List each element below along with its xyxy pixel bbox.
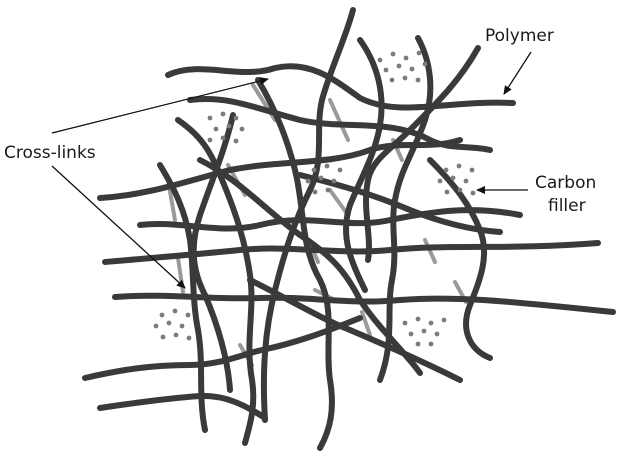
- cross-link-12: [360, 310, 372, 337]
- carbon-dot: [337, 167, 343, 173]
- carbon-filler-cluster-1: [377, 50, 428, 83]
- polymer-label: Polymer: [485, 26, 554, 46]
- carbon-dot: [220, 111, 226, 117]
- cross-links-label: Cross-links: [4, 143, 96, 163]
- carbon-dot: [456, 163, 462, 169]
- polymer-chain-16: [82, 315, 363, 381]
- carbon-dot: [207, 115, 213, 121]
- carbon-dot: [390, 51, 396, 57]
- carbon-dot: [377, 57, 383, 63]
- carbon-dot: [179, 323, 185, 329]
- carbon-dot: [383, 67, 389, 73]
- carbon-dot: [437, 178, 443, 184]
- polymer-chain-10: [342, 37, 385, 293]
- carbon-dot: [428, 320, 434, 326]
- carbon-dot: [403, 55, 409, 61]
- carbon-dot: [239, 126, 245, 132]
- polymer-chain-18: [427, 157, 493, 361]
- carbon-dot: [441, 317, 447, 323]
- carbon-dot: [305, 178, 311, 184]
- carbon-filler-cluster-5: [153, 308, 192, 341]
- carbon-dot: [226, 123, 232, 129]
- carbon-dot: [233, 138, 239, 144]
- carbon-dot: [443, 167, 449, 173]
- carbon-filler-cluster-4: [437, 163, 476, 196]
- polymer-chain-17: [97, 392, 268, 421]
- leader-lines-group: [51, 51, 532, 289]
- cross-links-leader-arrow-lower: [51, 165, 186, 289]
- carbon-dot: [450, 175, 456, 181]
- carbon-dot: [396, 63, 402, 69]
- carbon-filler-label-line-1: Carbon: [535, 173, 596, 193]
- polymer-chain-15: [157, 162, 208, 433]
- carbon-dot: [233, 115, 239, 121]
- carbon-dot: [324, 163, 330, 169]
- cross-link-8: [423, 238, 437, 264]
- carbon-dot: [444, 189, 450, 195]
- carbon-dot: [402, 320, 408, 326]
- polymer-chain-12: [363, 45, 481, 263]
- labels-group: Polymer Cross-links Carbon filler: [4, 26, 596, 216]
- carbon-dot: [325, 187, 331, 193]
- cross-links-leader-arrow-upper: [51, 77, 269, 134]
- carbon-dot: [213, 126, 219, 132]
- carbon-dot: [463, 178, 469, 184]
- carbon-dot: [153, 323, 159, 329]
- carbon-dot: [159, 312, 165, 318]
- polymer-chain-9: [260, 7, 356, 423]
- carbon-dot: [428, 341, 434, 347]
- polymer-chain-4: [137, 207, 523, 232]
- carbon-dot: [220, 135, 226, 141]
- carbon-filler-cluster-3: [305, 163, 343, 195]
- carbon-dot: [311, 167, 317, 173]
- carbon-dot: [415, 341, 421, 347]
- carbon-dot: [415, 316, 421, 322]
- carbon-filler-label-line-2: filler: [548, 196, 586, 216]
- cross-link-5: [328, 188, 350, 217]
- carbon-dot: [470, 190, 476, 196]
- carbon-dot: [185, 312, 191, 318]
- carbon-dot: [207, 137, 213, 143]
- polymer-chains-group: [82, 7, 616, 451]
- carbon-dot: [422, 61, 428, 67]
- carbon-dot: [312, 189, 318, 195]
- polymer-chain-5: [102, 240, 601, 265]
- polymer-leader-arrow: [503, 51, 532, 95]
- polymer-chain-20: [297, 172, 503, 235]
- polymer-chain-8: [255, 77, 335, 451]
- carbon-dot: [421, 328, 427, 334]
- carbon-dot: [172, 308, 178, 314]
- carbon-dot: [160, 334, 166, 340]
- polymer-chain-14: [175, 117, 257, 446]
- carbon-dot: [469, 167, 475, 173]
- carbon-dot: [434, 331, 440, 337]
- cross-link-6: [176, 256, 185, 294]
- carbon-dot: [166, 320, 172, 326]
- polymer-chain-2: [187, 96, 493, 153]
- carbon-dot: [331, 178, 337, 184]
- carbon-dot: [389, 77, 395, 83]
- carbon-dot: [186, 335, 192, 341]
- carbon-dot: [408, 331, 414, 337]
- carbon-filler-cluster-2: [207, 111, 245, 144]
- carbon-filler-cluster-6: [402, 316, 447, 347]
- polymer-chain-19: [247, 277, 463, 383]
- carbon-dot: [173, 332, 179, 338]
- cross-link-4: [328, 98, 350, 142]
- carbon-dot: [416, 50, 422, 56]
- polymer-chain-11: [377, 35, 434, 383]
- carbon-dot: [318, 175, 324, 181]
- carbon-dot: [457, 187, 463, 193]
- carbon-dot: [409, 66, 415, 72]
- carbon-dot: [402, 75, 408, 81]
- carbon-dot: [415, 77, 421, 83]
